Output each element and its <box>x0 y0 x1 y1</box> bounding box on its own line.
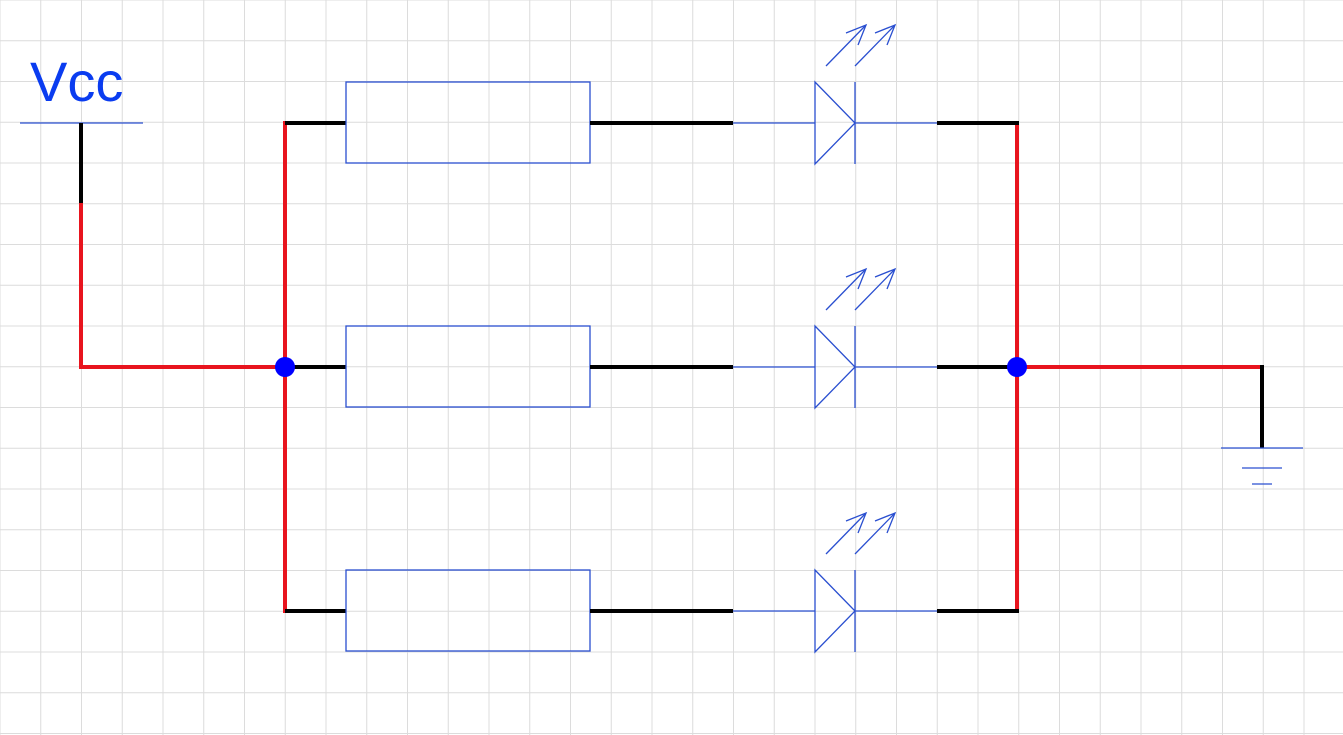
resistor-3[interactable] <box>345 569 591 652</box>
branch-2 <box>285 267 1019 410</box>
vcc-label: Vcc <box>30 50 123 113</box>
wire-vcc-to-node[interactable] <box>79 203 285 369</box>
light-emission-arrows-icon <box>825 267 897 311</box>
light-emission-arrows-icon <box>825 511 897 555</box>
light-emission-arrows-icon <box>825 23 897 67</box>
branch-3 <box>285 511 1019 654</box>
branch-1 <box>285 23 1019 166</box>
led-1[interactable] <box>733 23 937 166</box>
led-3[interactable] <box>733 511 937 654</box>
junction-dot-left <box>275 357 295 377</box>
junction-dot-right <box>1007 357 1027 377</box>
led-2[interactable] <box>733 267 937 410</box>
ground-symbol[interactable] <box>1221 447 1303 485</box>
